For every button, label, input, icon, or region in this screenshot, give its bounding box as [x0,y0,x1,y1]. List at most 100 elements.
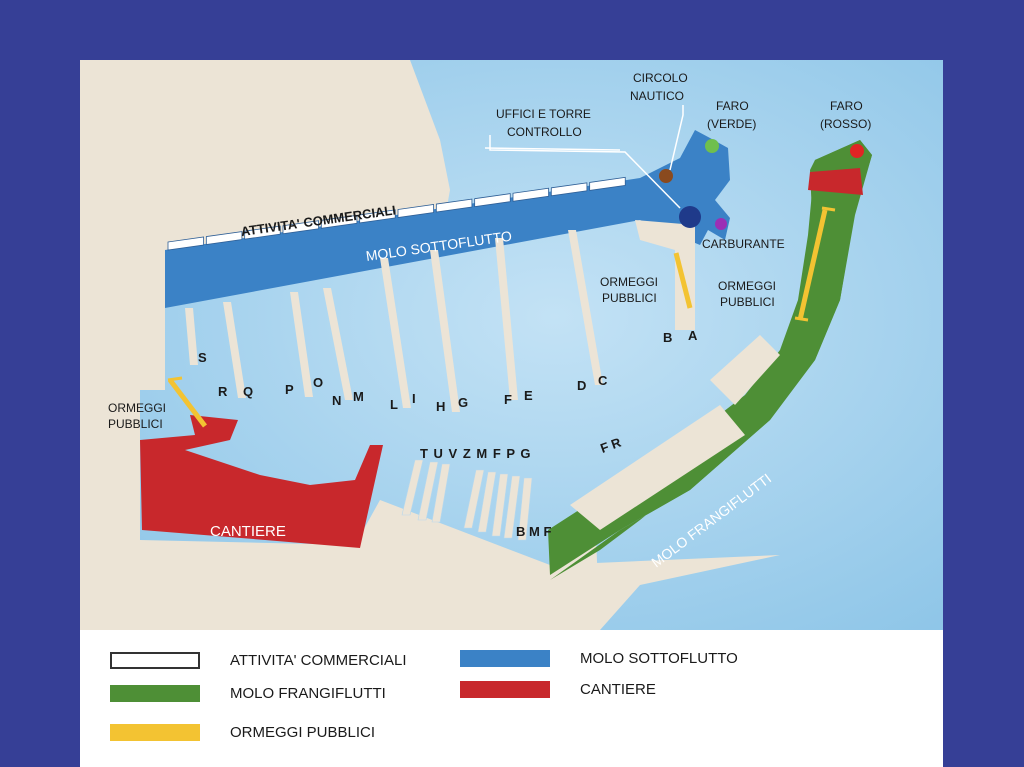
south-piers [401,459,533,541]
south-pier [491,473,509,537]
legend-swatch-sottoflutto [460,650,550,667]
legend-swatch-attivita [110,652,200,669]
label-ormeggi-east-1: ORMEGGI [718,279,776,293]
faro-rosso-structure [808,168,863,195]
harbor-map: ATTIVITA' COMMERCIALI MOLO SOTTOFLUTTO M… [80,60,943,630]
south-pier [517,477,533,541]
finger-pier [380,258,411,408]
label-carburante: CARBURANTE [702,237,785,251]
south-pier [503,475,521,539]
letters-fr: F R [598,434,623,455]
circolo-nautico-dot [659,169,673,183]
label-cantiere: CANTIERE [210,523,286,540]
letter-I: I [412,391,416,406]
label-faro-rosso-1: FARO [830,99,863,113]
label-uffici-2: CONTROLLO [507,125,582,139]
label-ormeggi-center-1: ORMEGGI [600,275,658,289]
shop-unit [282,220,319,235]
letter-H: H [436,399,445,414]
letter-M: M [353,389,364,404]
shop-unit [320,214,358,229]
land-south-east [550,555,780,630]
letter-F: F [504,392,512,407]
legend-swatch-cantiere [460,681,550,698]
letter-G: G [458,395,468,410]
faro-rosso-dot [850,144,864,158]
letters-south: T U V Z M F P G [420,446,532,461]
legend-swatch-frangiflutti [110,685,200,702]
letter-S: S [198,350,207,365]
letter-Q: Q [243,384,253,399]
label-faro-verde-2: (VERDE) [707,117,756,131]
label-faro-rosso-2: (ROSSO) [820,117,871,131]
south-pier [431,463,451,523]
legend-sottoflutto: MOLO SOTTOFLUTTO [460,650,738,667]
label-ormeggi-center-2: PUBBLICI [602,291,657,305]
legend-text-cantiere: CANTIERE [580,681,656,698]
legend-attivita: ATTIVITA' COMMERCIALI [110,652,406,669]
letter-P: P [285,382,294,397]
shop-unit [359,209,396,224]
ormeggi-markers [167,206,836,428]
attivita-commerciali-strip [167,176,626,251]
finger-pier [430,250,460,412]
finger-pier [290,292,313,397]
legend-text-sottoflutto: MOLO SOTTOFLUTTO [580,650,738,667]
map-frame: ATTIVITA' COMMERCIALI MOLO SOTTOFLUTTO M… [80,60,943,767]
shop-unit [435,198,473,213]
label-ormeggi-east-2: PUBBLICI [720,295,775,309]
legend-frangiflutti: MOLO FRANGIFLUTTI [110,685,386,702]
carburante-dot [715,218,727,230]
letter-O: O [313,375,323,390]
label-circolo-1: CIRCOLO [633,71,688,85]
uffici-torre-dot [679,206,701,228]
shop-unit [512,187,549,202]
callout-lines [484,105,684,209]
shop-unit [205,231,243,246]
legend-text-ormeggi: ORMEGGI PUBBLICI [230,724,376,741]
shop-unit [474,193,511,208]
land-south [80,390,600,630]
letter-N: N [332,393,341,408]
letter-R: R [218,384,228,399]
letter-C: C [598,373,608,388]
pier-letter-labels: S R Q P O N M L I H G F E D C B A T U V … [198,328,698,539]
shop-unit [244,225,281,240]
shop-unit [397,204,434,218]
shop-unit [167,236,204,251]
legend-ormeggi: ORMEGGI PUBBLICI [110,724,375,741]
finger-pier [495,238,518,400]
finger-pier [223,302,246,398]
finger-pier [185,308,198,365]
legend-cantiere: CANTIERE [460,681,656,698]
molo-sottoflutto [165,130,730,308]
legend: ATTIVITA' COMMERCIALI MOLO FRANGIFLUTTI … [80,630,943,767]
legend-text-attivita: ATTIVITA' COMMERCIALI [230,652,407,669]
letters-south-2: B M F [516,524,551,539]
label-ormeggi-west-1: ORMEGGI [108,401,166,415]
faro-verde-dot [705,139,719,153]
legend-text-frangiflutti: MOLO FRANGIFLUTTI [230,685,386,702]
letter-B: B [663,330,672,345]
south-pier [401,459,424,516]
letter-A: A [688,328,698,343]
label-uffici-1: UFFICI E TORRE [496,107,591,121]
label-circolo-2: NAUTICO [630,89,684,103]
cantiere [140,415,383,548]
label-faro-verde-1: FARO [716,99,749,113]
finger-pier [568,230,603,385]
label-ormeggi-west-2: PUBBLICI [108,417,163,431]
finger-pier [323,288,353,400]
south-pier [463,469,485,529]
pier-ba [635,220,695,330]
letter-L: L [390,397,398,412]
pier-east-block [710,335,780,405]
letter-E: E [524,388,533,403]
south-pier [477,471,497,533]
land-west [80,60,450,390]
finger-piers [185,230,603,412]
south-pier [417,461,439,521]
legend-swatch-ormeggi [110,724,200,741]
shop-unit [550,182,588,197]
pier-fr-block [570,405,745,530]
